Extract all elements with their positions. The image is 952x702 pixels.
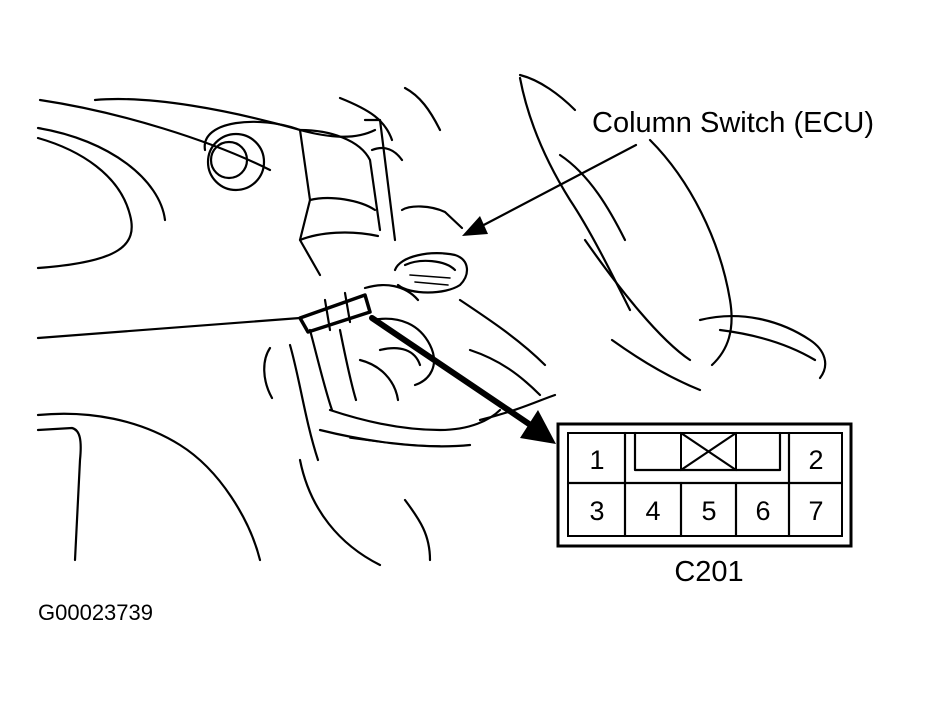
pin-7-label: 7	[808, 496, 823, 526]
pin-6-label: 6	[755, 496, 770, 526]
column-switch-callout-arrow	[462, 143, 638, 236]
pin-1-label: 1	[589, 445, 604, 475]
connector-pointer-arrow	[369, 315, 556, 444]
pin-2-label: 2	[808, 445, 823, 475]
pin-5-label: 5	[701, 496, 716, 526]
blocked-cavity-icon	[679, 431, 738, 472]
steering-column-illustration	[36, 73, 827, 567]
figure-id: G00023739	[38, 600, 153, 625]
pin-4-label: 4	[645, 496, 660, 526]
pin-3-label: 3	[589, 496, 604, 526]
connector-c201-face	[556, 422, 853, 548]
connector-name-label: C201	[674, 556, 743, 588]
column-switch-label: Column Switch (ECU)	[592, 107, 874, 139]
